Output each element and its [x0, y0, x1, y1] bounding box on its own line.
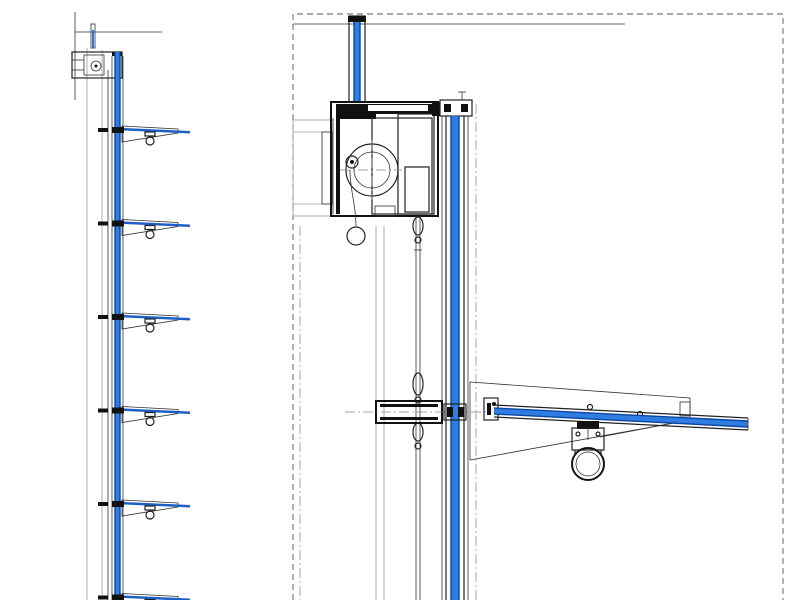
detail-boundary-dashed	[292, 13, 784, 600]
roller-housing	[330, 101, 440, 246]
round-rail	[571, 447, 605, 481]
overview-louver	[98, 499, 190, 520]
overview-glazing-strip	[115, 52, 120, 600]
pull-ring	[346, 226, 366, 246]
pipe-hanger	[571, 421, 605, 481]
main-glazing	[439, 91, 477, 600]
overview-louver	[98, 406, 190, 427]
overview-elevation	[71, 12, 190, 600]
overview-top-post-glass	[92, 30, 94, 48]
overview-louver	[98, 219, 190, 240]
overview-louver	[98, 312, 190, 333]
overview-louver	[98, 125, 190, 146]
overview-louver-set	[98, 125, 190, 600]
enlarged-detail	[292, 13, 784, 600]
louver-blade	[493, 404, 749, 431]
top-glazing-post	[348, 15, 366, 103]
mid-clamp-bracket	[345, 400, 488, 424]
